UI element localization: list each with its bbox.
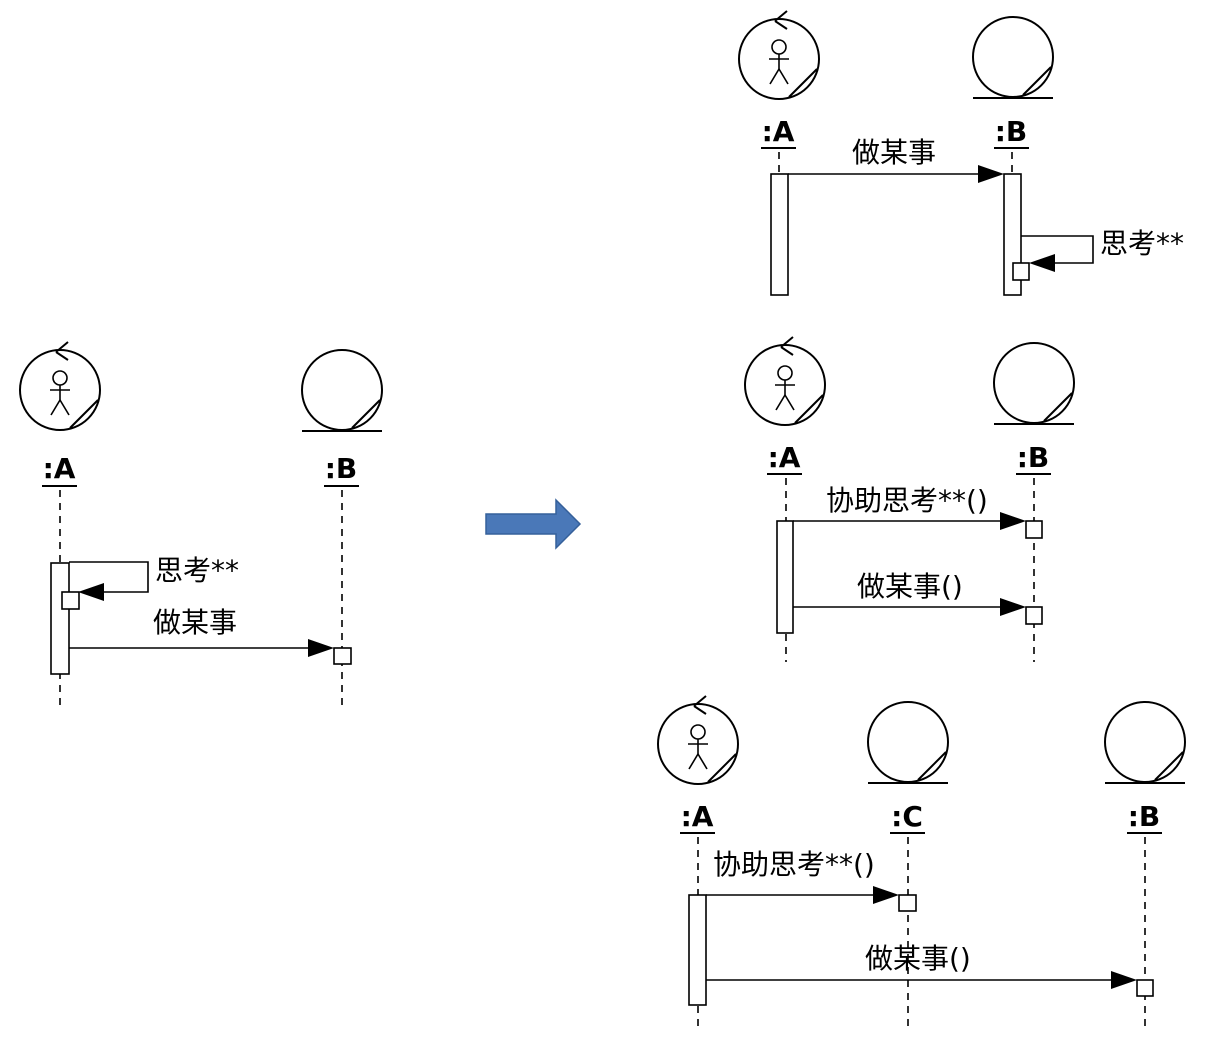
right-bottom-object-c: :C bbox=[867, 701, 949, 1030]
activation-box bbox=[1012, 262, 1030, 281]
right-middle-diagram: :A :B 协助思考**() 做某事() bbox=[744, 336, 1075, 662]
arrow-head bbox=[1000, 512, 1026, 530]
right-top-diagram: :A :B 做某事 思考** bbox=[738, 10, 1184, 296]
entity-icon bbox=[301, 349, 383, 432]
right-middle-message-1: 协助思考**() bbox=[793, 484, 1026, 530]
actor-icon bbox=[19, 341, 101, 431]
message-label: 做某事 bbox=[153, 606, 237, 639]
message-label: 思考** bbox=[1100, 227, 1184, 260]
object-label: :B bbox=[325, 452, 358, 485]
message-label: 思考** bbox=[155, 554, 239, 587]
object-label: :B bbox=[1017, 441, 1050, 474]
right-bottom-object-b: :B bbox=[1104, 701, 1186, 1030]
right-top-message-self: 思考** bbox=[1012, 227, 1184, 281]
object-label: :A bbox=[43, 452, 76, 485]
left-object-a: :A bbox=[19, 341, 101, 705]
entity-icon bbox=[972, 16, 1054, 99]
message-label: 协助思考**() bbox=[713, 848, 875, 881]
right-top-object-b: :B bbox=[972, 16, 1054, 296]
message-label: 做某事() bbox=[865, 942, 971, 975]
activation-box bbox=[333, 647, 352, 665]
message-label: 做某事 bbox=[852, 136, 936, 169]
activation-box bbox=[1025, 606, 1043, 625]
activation-box bbox=[1025, 520, 1043, 539]
right-bottom-message-2: 做某事() bbox=[706, 942, 1137, 989]
object-label: :A bbox=[762, 115, 795, 148]
left-message-call: 做某事 bbox=[69, 606, 334, 657]
right-bottom-message-1: 协助思考**() bbox=[706, 848, 899, 904]
object-label: :B bbox=[1128, 800, 1161, 833]
right-top-message-call: 做某事 bbox=[788, 136, 1004, 183]
actor-icon bbox=[657, 695, 739, 785]
message-label: 协助思考**() bbox=[826, 484, 988, 517]
arrow-head bbox=[308, 639, 334, 657]
right-bottom-object-a: :A bbox=[657, 695, 739, 1030]
left-diagram: :A :B 思考** 做某事 bbox=[19, 341, 383, 705]
entity-icon bbox=[1104, 701, 1186, 784]
object-label: :B bbox=[995, 115, 1028, 148]
right-top-object-a: :A bbox=[738, 10, 820, 296]
transition-arrow bbox=[485, 498, 582, 550]
activation-box bbox=[898, 894, 917, 912]
object-label: :A bbox=[681, 800, 714, 833]
self-call-line bbox=[69, 561, 149, 593]
right-middle-object-a: :A bbox=[744, 336, 826, 662]
activation-bar bbox=[688, 894, 707, 1006]
object-label: :A bbox=[768, 441, 801, 474]
right-middle-object-b: :B bbox=[993, 342, 1075, 662]
actor-icon bbox=[738, 10, 820, 100]
activation-bar bbox=[776, 520, 794, 634]
entity-icon bbox=[867, 701, 949, 784]
object-label: :C bbox=[891, 800, 923, 833]
left-object-b: :B bbox=[301, 349, 383, 705]
activation-bar bbox=[770, 173, 789, 296]
arrow-head bbox=[1111, 971, 1137, 989]
arrow-head bbox=[873, 886, 899, 904]
arrow-head bbox=[1029, 254, 1055, 272]
message-label: 做某事() bbox=[857, 570, 963, 603]
right-bottom-diagram: :A :C :B 协助思考**() 做某事() bbox=[657, 695, 1186, 1030]
activation-box bbox=[1136, 979, 1154, 997]
actor-icon bbox=[744, 336, 826, 426]
arrow-head bbox=[1000, 598, 1026, 616]
entity-icon bbox=[993, 342, 1075, 425]
right-middle-message-2: 做某事() bbox=[793, 570, 1026, 616]
activation-box bbox=[61, 591, 80, 610]
self-call-line bbox=[1021, 235, 1094, 264]
activation-bar bbox=[50, 562, 70, 675]
arrow-head bbox=[78, 583, 104, 601]
arrow-head bbox=[978, 165, 1004, 183]
left-message-self: 思考** bbox=[61, 554, 239, 610]
